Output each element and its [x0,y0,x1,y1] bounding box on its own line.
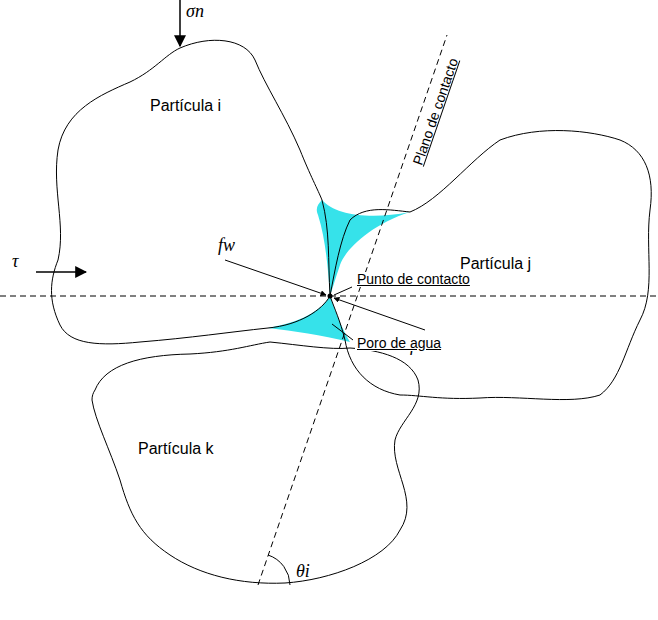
particle-outline [92,342,419,583]
particle: Partícula i [40,12,410,352]
angle-symbol: θi [296,562,310,582]
particle-outline [40,12,410,352]
plane-label: Plano de contacto [410,55,462,170]
particle-outline [52,40,331,344]
stress-symbol: τ [12,252,18,272]
particle-outline [88,335,428,590]
particle: Partícula k [88,335,428,590]
water-meniscus [268,296,350,342]
particle: Partícula j [320,125,657,410]
force-symbol: fw [218,236,235,256]
callout-label: Punto de contacto [355,272,472,287]
normal-stress-arrow [179,0,181,46]
force-line [334,298,425,330]
stress-symbol: σn [186,2,204,22]
particle-outline [330,131,651,400]
leader-line [334,287,352,295]
particle-label: Partícula j [460,255,531,273]
particle-label: Partícula k [138,440,214,458]
shear-arrow [36,271,86,273]
angle-arc [268,555,290,585]
callout-label: Poro de agua [355,336,443,351]
particle-label: Partícula i [150,97,221,115]
contact-plane [258,35,447,585]
force-line [225,260,326,295]
